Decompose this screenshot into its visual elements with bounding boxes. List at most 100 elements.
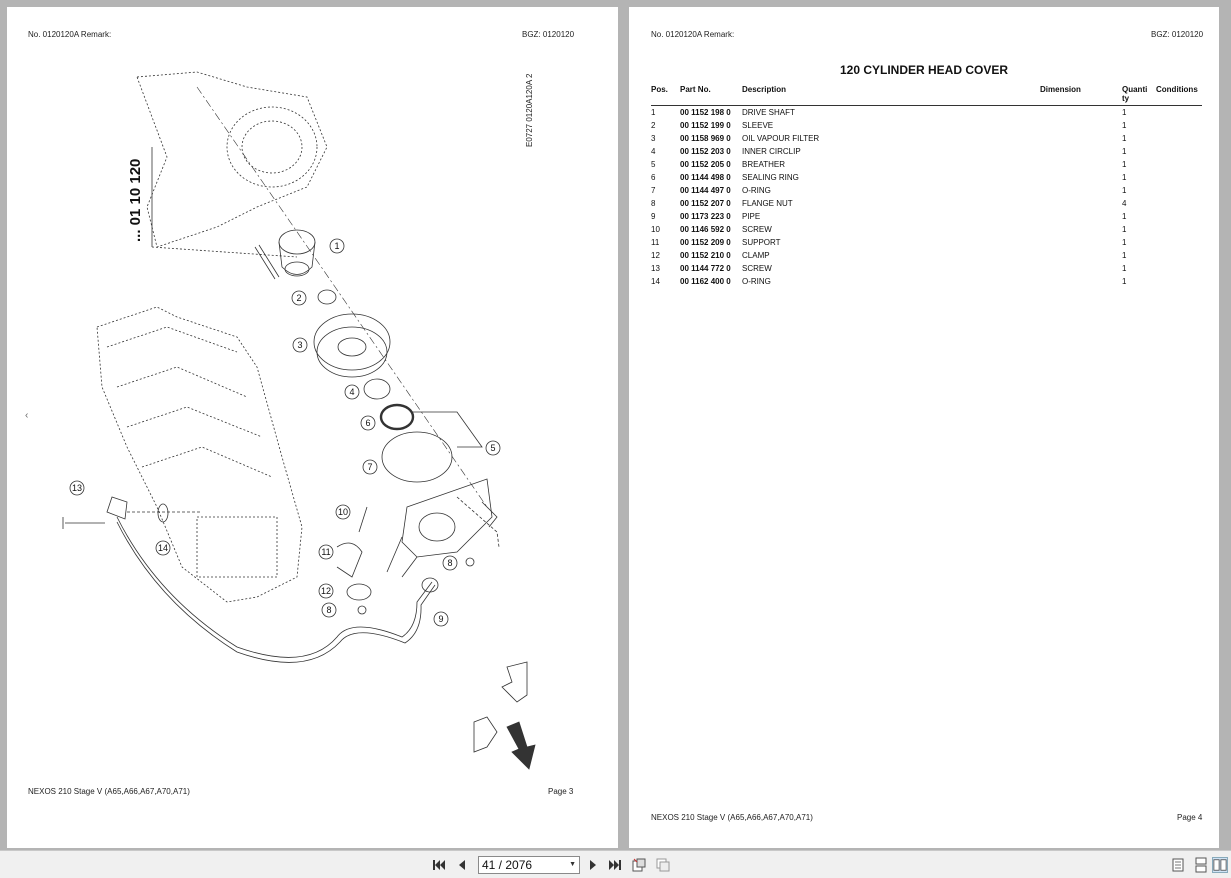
- conditions: [1156, 119, 1202, 132]
- screw-13: [62, 517, 105, 529]
- last-page-icon[interactable]: [607, 857, 623, 873]
- callout-10: 10: [335, 504, 351, 520]
- single-page-view-icon[interactable]: [1170, 857, 1186, 873]
- dimension: [1040, 119, 1122, 132]
- conditions: [1156, 105, 1202, 119]
- support: [336, 542, 363, 578]
- page-title: 120 CYLINDER HEAD COVER: [839, 63, 1009, 77]
- pos: 6: [651, 172, 656, 182]
- oil-vapour-filter: [313, 313, 391, 371]
- engine-cover-lower: [96, 306, 303, 603]
- part-no: 00 1144 772 0: [680, 263, 731, 273]
- description: SLEEVE: [742, 120, 774, 130]
- description: SUPPORT: [742, 237, 781, 247]
- quantity: 1: [1122, 250, 1127, 260]
- part-no: 00 1144 497 0: [680, 185, 731, 195]
- sleeve: [317, 289, 337, 305]
- quantity: 1: [1122, 211, 1127, 221]
- part-no: 00 1152 209 0: [680, 237, 731, 247]
- inner-circlip: [363, 378, 391, 400]
- conditions: [1156, 249, 1202, 262]
- conditions: [1156, 223, 1202, 236]
- callout-11: 11: [318, 544, 334, 560]
- arrow-filled-down: [506, 721, 536, 770]
- conditions: [1156, 145, 1202, 158]
- description: SEALING RING: [742, 172, 799, 182]
- svg-text:1: 1: [334, 241, 339, 251]
- part-no: 00 1144 498 0: [680, 172, 731, 182]
- sealing-ring: [379, 403, 415, 431]
- dimension: [1040, 210, 1122, 223]
- dimension: [1040, 236, 1122, 249]
- conditions: [1156, 210, 1202, 223]
- o-ring-large: [381, 431, 453, 483]
- part-no: 00 1162 400 0: [680, 276, 731, 286]
- conditions: [1156, 184, 1202, 197]
- dimension: [1040, 171, 1122, 184]
- svg-text:5: 5: [490, 443, 495, 453]
- chevron-down-icon[interactable]: ▼: [569, 861, 576, 868]
- dimension: [1040, 197, 1122, 210]
- pos: 3: [651, 133, 656, 143]
- quantity: 1: [1122, 237, 1127, 247]
- callout-2: 2: [291, 290, 307, 306]
- viewer-toolbar: 41 / 2076 ▼: [0, 850, 1231, 878]
- quantity: 1: [1122, 185, 1127, 195]
- rotate-icon[interactable]: [631, 857, 647, 873]
- left-footer-model: NEXOS 210 Stage V (A65,A66,A67,A70,A71): [28, 787, 190, 796]
- part-no: 00 1152 207 0: [680, 198, 731, 208]
- pos: 9: [651, 211, 656, 221]
- description: PIPE: [742, 211, 761, 221]
- col-description: Description: [742, 85, 1040, 106]
- copy-icon[interactable]: [655, 857, 671, 873]
- table-row: 12 00 1152 210 0 CLAMP 1: [651, 249, 1202, 262]
- conditions: [1156, 197, 1202, 210]
- next-page-icon[interactable]: [585, 857, 601, 873]
- conditions: [1156, 158, 1202, 171]
- description: CLAMP: [742, 250, 770, 260]
- quantity: 1: [1122, 224, 1127, 234]
- dimension: [1040, 158, 1122, 171]
- two-page-view-icon[interactable]: [1212, 857, 1228, 873]
- svg-text:3: 3: [297, 340, 302, 350]
- quantity: 1: [1122, 133, 1127, 143]
- description: BREATHER: [742, 159, 785, 169]
- page-number-input[interactable]: 41 / 2076 ▼: [478, 856, 580, 874]
- conditions: [1156, 262, 1202, 275]
- chevron-left-icon[interactable]: ‹: [25, 410, 29, 421]
- callout-13: 13: [69, 480, 85, 496]
- prev-page-icon[interactable]: [454, 857, 470, 873]
- conditions: [1156, 132, 1202, 145]
- first-page-icon[interactable]: [431, 857, 447, 873]
- page-indicator: 41 / 2076: [482, 858, 533, 872]
- svg-text:6: 6: [365, 418, 370, 428]
- quantity: 1: [1122, 146, 1127, 156]
- description: SCREW: [742, 224, 772, 234]
- description: DRIVE SHAFT: [742, 107, 795, 117]
- part-no: 00 1152 205 0: [680, 159, 731, 169]
- conditions: [1156, 171, 1202, 184]
- breather: [401, 478, 493, 558]
- quantity: 1: [1122, 276, 1127, 286]
- right-header-number: No. 0120120A Remark:: [651, 30, 735, 39]
- clamp: [346, 583, 372, 601]
- pos: 4: [651, 146, 656, 156]
- continuous-view-icon[interactable]: [1193, 857, 1209, 873]
- pos: 14: [651, 276, 660, 286]
- right-page: No. 0120120A Remark: BGZ: 0120120 120 CY…: [629, 7, 1219, 848]
- left-page: No. 0120120A Remark: BGZ: 0120120 E0727 …: [7, 7, 618, 848]
- pos: 10: [651, 224, 660, 234]
- part-no: 00 1152 198 0: [680, 107, 731, 117]
- pos: 12: [651, 250, 660, 260]
- flange-nut: [465, 557, 475, 567]
- part-no: 00 1152 210 0: [680, 250, 731, 260]
- svg-text:2: 2: [296, 293, 301, 303]
